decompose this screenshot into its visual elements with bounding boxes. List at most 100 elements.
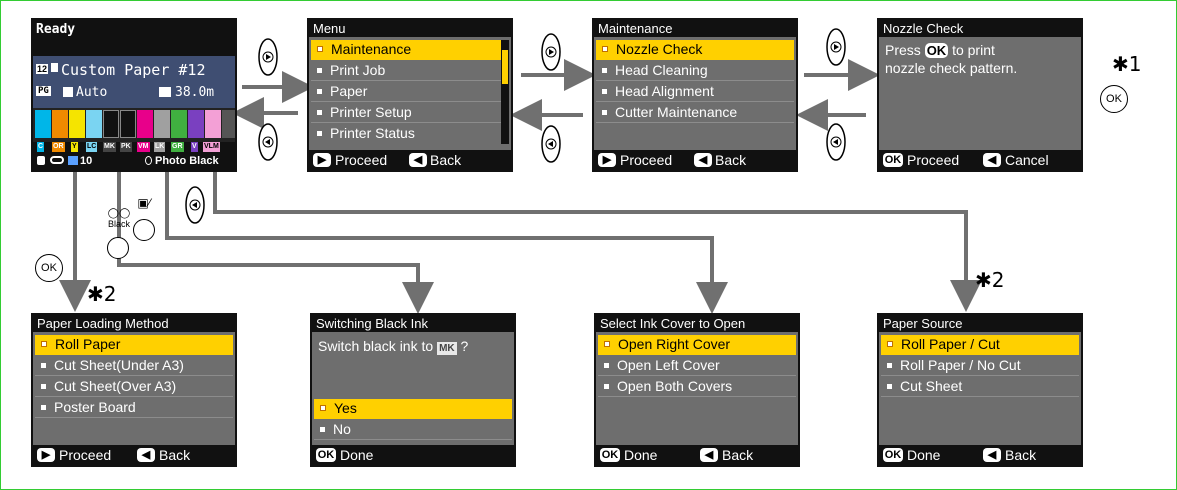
right-key-icon xyxy=(826,28,846,66)
menu-screen: Menu Maintenance Print Job Paper Printer… xyxy=(307,18,513,172)
note-star2-left: ✱2 xyxy=(87,282,117,306)
ok-key-icon: OK xyxy=(1100,85,1128,113)
paper-number-badge: 12 xyxy=(36,64,49,74)
ok-chip-icon: OK xyxy=(924,43,949,58)
ok-key-icon: OK xyxy=(35,254,63,282)
paper-name: Custom Paper #12 xyxy=(61,61,206,79)
ink-cover-item-left[interactable]: Open Left Cover xyxy=(598,356,796,376)
black-ink-switch-label: ◯◯ Black xyxy=(100,208,138,230)
menu-scrollbar[interactable] xyxy=(501,40,509,144)
paper-loading-item-cut-under[interactable]: Cut Sheet(Under A3) xyxy=(35,356,233,376)
length-icon xyxy=(159,87,171,97)
left-key-icon xyxy=(541,125,561,163)
ink-labels: C OR Y LC MK PK VM LK GR V VLM xyxy=(33,142,235,152)
maintenance-title: Maintenance xyxy=(594,20,796,37)
left-key-icon xyxy=(258,123,278,161)
nozzle-footer: OK Proceed ◀ Cancel xyxy=(879,150,1081,170)
paper-row: 12 Custom Paper #12 xyxy=(33,60,235,82)
switch-black-screen: Switching Black Ink Switch black ink to … xyxy=(310,313,516,467)
switch-black-message: Switch black ink to MK ? xyxy=(318,338,469,355)
ok-button-icon: OK xyxy=(883,153,903,167)
paper-source-screen: Paper Source Roll Paper / Cut Roll Paper… xyxy=(877,313,1083,467)
back-button-icon: ◀ xyxy=(983,448,1001,462)
ink-levels xyxy=(33,108,235,142)
maintenance-item-head-alignment[interactable]: Head Alignment xyxy=(596,82,794,102)
ready-status: Ready xyxy=(33,20,235,56)
settings-row: PG Auto 38.0m xyxy=(33,84,235,104)
ok-button-icon: OK xyxy=(883,448,903,462)
black-ink-switch-button xyxy=(107,237,129,259)
note-star1: ✱1 xyxy=(1112,52,1142,76)
ink-cover-item-right[interactable]: Open Right Cover xyxy=(598,335,796,355)
paper-source-footer: OK Done ◀ Back xyxy=(879,445,1081,465)
maintenance-footer: ▶ Proceed ◀ Back xyxy=(594,150,796,170)
ok-button-icon: OK xyxy=(316,448,336,462)
proceed-button-icon: ▶ xyxy=(313,153,331,167)
menu-footer: ▶ Proceed ◀ Back xyxy=(309,150,511,170)
back-button-icon: ◀ xyxy=(694,153,712,167)
left-key-icon xyxy=(185,186,205,224)
right-key-icon xyxy=(258,38,278,76)
ink-cover-footer: OK Done ◀ Back xyxy=(596,445,798,465)
auto-label: Auto xyxy=(76,85,108,100)
right-key-icon xyxy=(541,33,561,71)
switch-black-footer: OK Done xyxy=(312,445,514,465)
mode-badge: PG xyxy=(36,86,51,96)
printer-icon xyxy=(68,156,78,165)
menu-item-paper[interactable]: Paper xyxy=(311,82,503,102)
length-label: 38.0m xyxy=(175,85,215,100)
back-button-icon: ◀ xyxy=(983,153,1001,167)
paper-source-title: Paper Source xyxy=(879,315,1081,332)
maintenance-item-nozzle-check[interactable]: Nozzle Check xyxy=(596,40,794,60)
ink-cover-screen: Select Ink Cover to Open Open Right Cove… xyxy=(594,313,800,467)
status-row: 10 Photo Black xyxy=(33,152,235,170)
active-black-label: Photo Black xyxy=(155,155,219,167)
switch-black-item-yes[interactable]: Yes xyxy=(314,399,512,419)
ink-drop-icon xyxy=(145,156,152,165)
ink-cover-title: Select Ink Cover to Open xyxy=(596,315,798,332)
paper-loading-title: Paper Loading Method xyxy=(33,315,235,332)
proceed-button-icon: ▶ xyxy=(598,153,616,167)
roll-icon xyxy=(63,87,73,97)
cover-open-icon: ▣⁄ xyxy=(137,196,151,210)
paper-loading-item-poster[interactable]: Poster Board xyxy=(35,398,233,418)
paper-loading-screen: Paper Loading Method Roll Paper Cut Shee… xyxy=(31,313,237,467)
back-button-icon: ◀ xyxy=(409,153,427,167)
ink-cover-item-both[interactable]: Open Both Covers xyxy=(598,377,796,397)
menu-item-print-job[interactable]: Print Job xyxy=(311,61,503,81)
menu-title: Menu xyxy=(309,20,511,37)
arrow-ready-to-switch-black xyxy=(117,172,434,314)
paper-loading-item-roll[interactable]: Roll Paper xyxy=(35,335,233,355)
arrow-ready-to-ink-cover xyxy=(165,172,728,314)
nozzle-title: Nozzle Check xyxy=(879,20,1081,37)
menu-item-printer-status[interactable]: Printer Status xyxy=(311,124,503,143)
nozzle-check-screen: Nozzle Check Press OK to print nozzle ch… xyxy=(877,18,1083,172)
maintenance-screen: Maintenance Nozzle Check Head Cleaning H… xyxy=(592,18,798,172)
ready-screen: Ready 12 Custom Paper #12 PG Auto 38.0m … xyxy=(31,18,237,172)
menu-item-maintenance[interactable]: Maintenance xyxy=(311,40,503,60)
maintenance-item-head-cleaning[interactable]: Head Cleaning xyxy=(596,61,794,81)
proceed-button-icon: ▶ xyxy=(37,448,55,462)
cover-open-button xyxy=(133,219,155,241)
switch-black-item-no[interactable]: No xyxy=(314,420,512,440)
paper-loading-item-cut-over[interactable]: Cut Sheet(Over A3) xyxy=(35,377,233,397)
network-icon xyxy=(50,156,64,164)
ink-drops-icon: ◯◯ xyxy=(107,208,131,219)
ok-button-icon: OK xyxy=(600,448,620,462)
arrow-ready-to-paper-source xyxy=(213,172,982,312)
paper-source-item-cut-sheet[interactable]: Cut Sheet xyxy=(881,377,1079,397)
back-button-icon: ◀ xyxy=(137,448,155,462)
maintenance-item-cutter[interactable]: Cutter Maintenance xyxy=(596,103,794,123)
switch-black-title: Switching Black Ink xyxy=(312,315,514,332)
status-count: 10 xyxy=(80,155,93,167)
left-key-icon xyxy=(826,123,846,161)
menu-item-printer-setup[interactable]: Printer Setup xyxy=(311,103,503,123)
paper-source-item-roll-no-cut[interactable]: Roll Paper / No Cut xyxy=(881,356,1079,376)
note-star2-right: ✱2 xyxy=(975,268,1005,292)
paper-icon xyxy=(51,63,58,72)
maintenance-tank-icon xyxy=(37,156,45,165)
back-button-icon: ◀ xyxy=(700,448,718,462)
nozzle-message: Press OK to print nozzle check pattern. xyxy=(885,42,1018,76)
paper-source-item-roll-cut[interactable]: Roll Paper / Cut xyxy=(881,335,1079,355)
